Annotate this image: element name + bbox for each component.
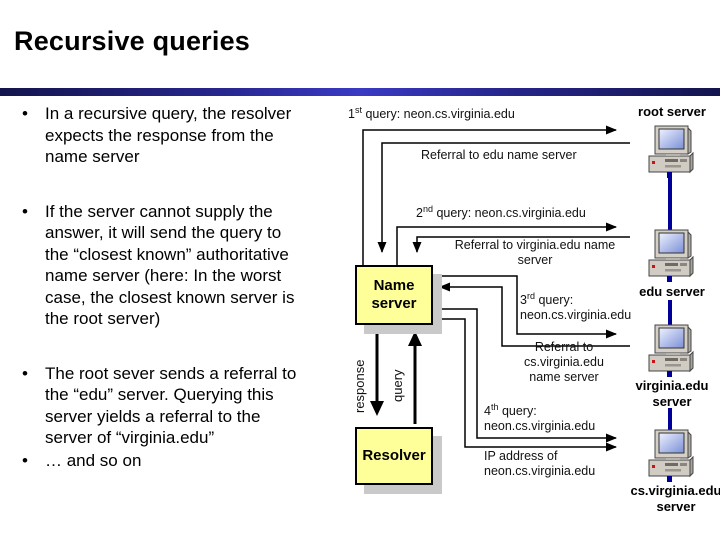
first-query-line bbox=[362, 125, 617, 265]
referral-virginia-line bbox=[439, 282, 630, 347]
resolver-box: Resolver bbox=[355, 427, 433, 485]
bullet-item: … and so on bbox=[16, 450, 346, 472]
second-query-line bbox=[396, 222, 617, 265]
computer-icon bbox=[648, 125, 694, 179]
bullet-list: In a recursive query, the resolver expec… bbox=[16, 103, 346, 471]
ip-answer-label: IP address of neon.cs.virginia.edu bbox=[484, 449, 596, 478]
bullet-item: If the server cannot supply the answer, … bbox=[16, 201, 346, 330]
ip-answer-line bbox=[433, 318, 617, 452]
computer-icon bbox=[648, 429, 694, 483]
first-query-label: 1st query: neon.cs.virginia.edu bbox=[348, 104, 515, 121]
referral-virginia-label: Referral to cs.virginia.edu name server bbox=[524, 340, 604, 384]
page-title: Recursive queries bbox=[14, 26, 251, 56]
name-server-box: Name server bbox=[355, 265, 433, 325]
root-server-label: root server bbox=[638, 104, 706, 119]
fourth-query-label: 4th query:neon.cs.virginia.edu bbox=[484, 401, 596, 433]
query-label: query bbox=[390, 369, 405, 402]
second-query-label: 2nd query: neon.cs.virginia.edu bbox=[416, 203, 586, 220]
title-accent-bar bbox=[0, 88, 720, 96]
virginia-edu-server-label: virginia.edu server bbox=[635, 378, 709, 409]
response-label: response bbox=[352, 359, 367, 413]
bullet-item: In a recursive query, the resolver expec… bbox=[16, 103, 346, 168]
computer-icon bbox=[648, 324, 694, 378]
query-arrowhead-icon bbox=[408, 331, 422, 346]
fourth-query-line bbox=[433, 308, 617, 443]
third-query-line bbox=[433, 275, 617, 339]
referral-root-label: Referral to edu name server bbox=[421, 148, 577, 162]
referral-edu-label: Referral to virginia.edu name server bbox=[454, 238, 616, 267]
edu-server-label: edu server bbox=[639, 284, 705, 299]
bullet-item: The root sever sends a referral to the “… bbox=[16, 363, 346, 449]
cs-virginia-edu-server-label: cs.virginia.edu server bbox=[630, 483, 720, 514]
third-query-label: 3rd query:neon.cs.virginia.edu bbox=[520, 290, 632, 322]
computer-icon bbox=[648, 229, 694, 283]
referral-edu-line bbox=[412, 236, 630, 253]
response-arrowhead-icon bbox=[370, 401, 384, 416]
referral-root-line bbox=[377, 142, 630, 253]
